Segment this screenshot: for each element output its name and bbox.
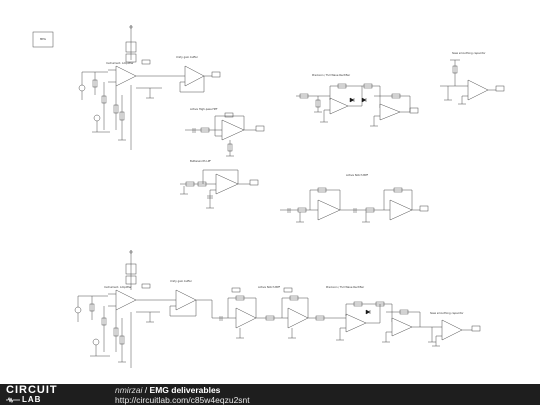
label-top-rect-out: Slew smoothing capacitor (452, 51, 486, 55)
label-bottom-gain-buffer: Unity gain buffer (170, 279, 193, 283)
label-top-lpf: Butterworth LPF (190, 159, 211, 163)
bottom-filter-chain (211, 287, 330, 339)
circuit-url[interactable]: http://circuitlab.com/c85w4eqzu2snt (115, 395, 250, 405)
label-top-rectifier: Precision / Full Wave Rectifier (312, 73, 351, 77)
bottom-unity-buffer (169, 289, 212, 317)
bottom-instrumentation-amplifier (74, 250, 176, 368)
waveform-icon (6, 397, 20, 403)
footer-bar: CIRCUIT LAB nmirzai / EMG deliverables h… (0, 384, 540, 405)
top-unity-buffer (150, 65, 221, 93)
signal-box (32, 31, 54, 48)
label-top-hpf: Active High-pass HPF (190, 107, 218, 111)
label-box: MEG (40, 37, 46, 41)
schematic-canvas[interactable]: MEG Instrument. Amplifier Unity gain buf… (0, 0, 540, 384)
top-hpf-stage (185, 112, 265, 157)
bottom-rectifier-stage (330, 301, 421, 343)
label-bottom-rect-out: Slew smoothing capacitor (430, 311, 464, 315)
title-separator: / (144, 385, 148, 395)
top-rectifier-diodes (349, 97, 367, 103)
top-rectifier-stage (296, 83, 419, 127)
top-lpf-stage (180, 169, 259, 209)
author-name[interactable]: nmirzai (115, 385, 143, 395)
bottom-smoothing-stage (420, 319, 481, 347)
circuit-title[interactable]: EMG deliverables (149, 385, 221, 395)
bottom-rectifier-diodes (365, 309, 371, 315)
label-bottom-amp: Instrument. Amplifier (104, 285, 133, 289)
logo-top-text: CIRCUIT (6, 384, 58, 396)
logo-bottom-text: LAB (22, 395, 42, 404)
circuit-meta: nmirzai / EMG deliverables http://circui… (115, 385, 250, 405)
top-notch-stage (280, 187, 429, 223)
label-top-gain-buffer: Unity gain buffer (176, 55, 199, 59)
label-top-notch: Active Notch BPF (346, 173, 369, 177)
schematic-drawing: MEG Instrument. Amplifier Unity gain buf… (32, 25, 505, 368)
label-bottom-rectifier: Precision / Full Wave Rectifier (326, 285, 365, 289)
top-smoothing-stage (440, 59, 505, 105)
label-bottom-notch: Active Notch BPF (258, 285, 281, 289)
label-top-amp: Instrument. Amplifier (106, 61, 135, 65)
top-instrumentation-amplifier (78, 25, 162, 150)
circuitlab-logo[interactable]: CIRCUIT LAB (6, 385, 58, 405)
